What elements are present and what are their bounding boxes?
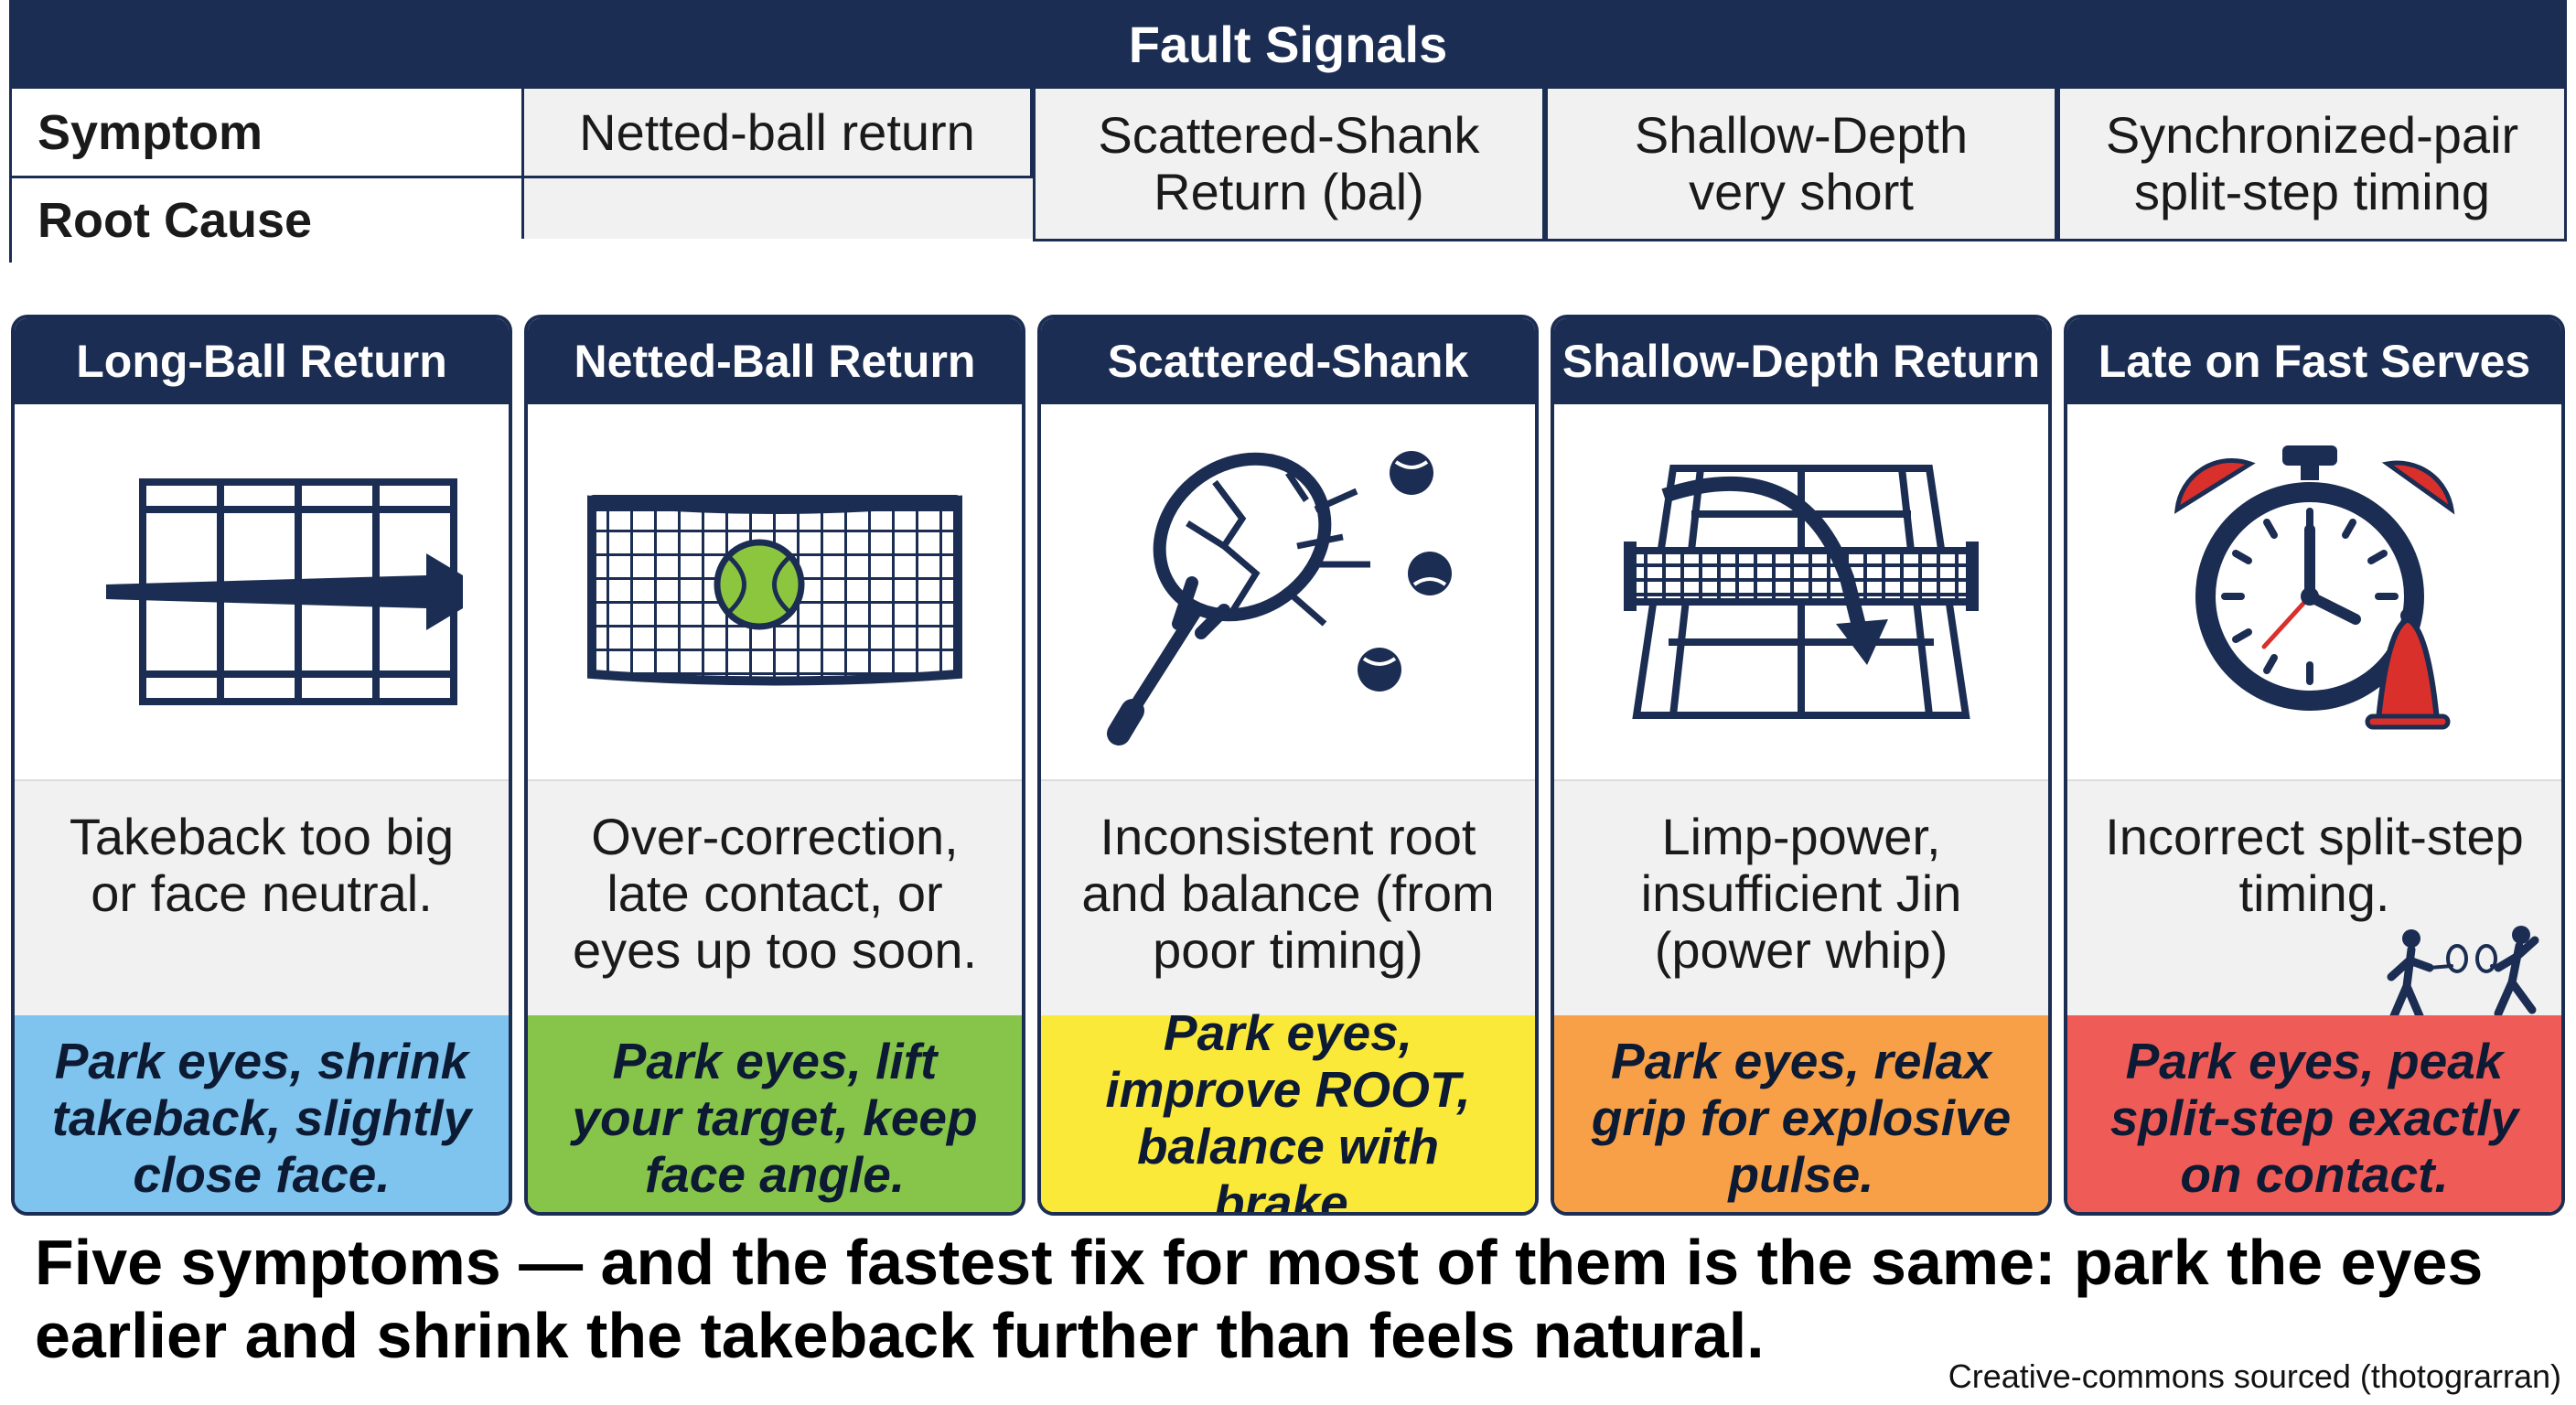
tagline: Five symptoms — and the fastest fix for … <box>35 1227 2484 1371</box>
card-cause: Incorrect split-step timing. <box>2067 779 2561 1015</box>
card-cause: Inconsistent root and balance (from poor… <box>1041 779 1535 1015</box>
card-fix: Park eyes, shrink takeback, slightly clo… <box>15 1015 509 1212</box>
card-title: Scattered-Shank <box>1041 318 1535 404</box>
broken-racket-icon <box>1041 404 1535 779</box>
card-fix: Park eyes, lift your target, keep face a… <box>528 1015 1022 1212</box>
card-cause: Limp-power, insufficient Jin (power whip… <box>1554 779 2048 1015</box>
table-cell-shallow-depth: Shallow-Depth very short <box>1545 89 2057 241</box>
card-fix: Park eyes, improve ROOT, balance with br… <box>1041 1004 1535 1212</box>
table-cell-split-step: Synchronized-pair split-step timing <box>2057 89 2567 241</box>
card-title: Shallow-Depth Return <box>1554 318 2048 404</box>
net-ball-icon <box>528 404 1022 779</box>
card-netted-ball-return: Netted-Ball Return Over-correction, late… <box>524 315 1025 1216</box>
court-arrow-icon <box>15 404 509 779</box>
table-cell-netted-ball: Netted-ball return <box>521 89 1033 178</box>
card-late-on-fast-serves: Late on Fast Serves <box>2064 315 2565 1216</box>
card-long-ball-return: Long-Ball Return Takeback too big or fac… <box>11 315 512 1216</box>
card-fix: Park eyes, relax grip for explosive puls… <box>1554 1015 2048 1212</box>
card-cause: Takeback too big or face neutral. <box>15 779 509 1015</box>
short-ball-court-icon <box>1554 404 2048 779</box>
alarm-clock-icon <box>2067 404 2561 779</box>
card-title: Long-Ball Return <box>15 318 509 404</box>
row-label-root-cause: Root Cause <box>9 178 521 263</box>
card-cause: Over-correction, late contact, or eyes u… <box>528 779 1022 1015</box>
table-cell-blank <box>521 178 1033 239</box>
card-fix: Park eyes, peak split-step exactly on co… <box>2067 1015 2561 1212</box>
card-shallow-depth-return: Shallow-Depth Return <box>1551 315 2052 1216</box>
row-label-symptom: Symptom <box>9 89 521 178</box>
fault-signals-header: Fault Signals <box>9 0 2567 89</box>
table-cell-scattered-shank: Scattered-Shank Return (bal) <box>1033 89 1545 241</box>
card-title: Late on Fast Serves <box>2067 318 2561 404</box>
card-title: Netted-Ball Return <box>528 318 1022 404</box>
image-credit: Creative-commons sourced (thotograrran) <box>1948 1357 2561 1395</box>
card-scattered-shank: Scattered-Shank <box>1037 315 1539 1216</box>
